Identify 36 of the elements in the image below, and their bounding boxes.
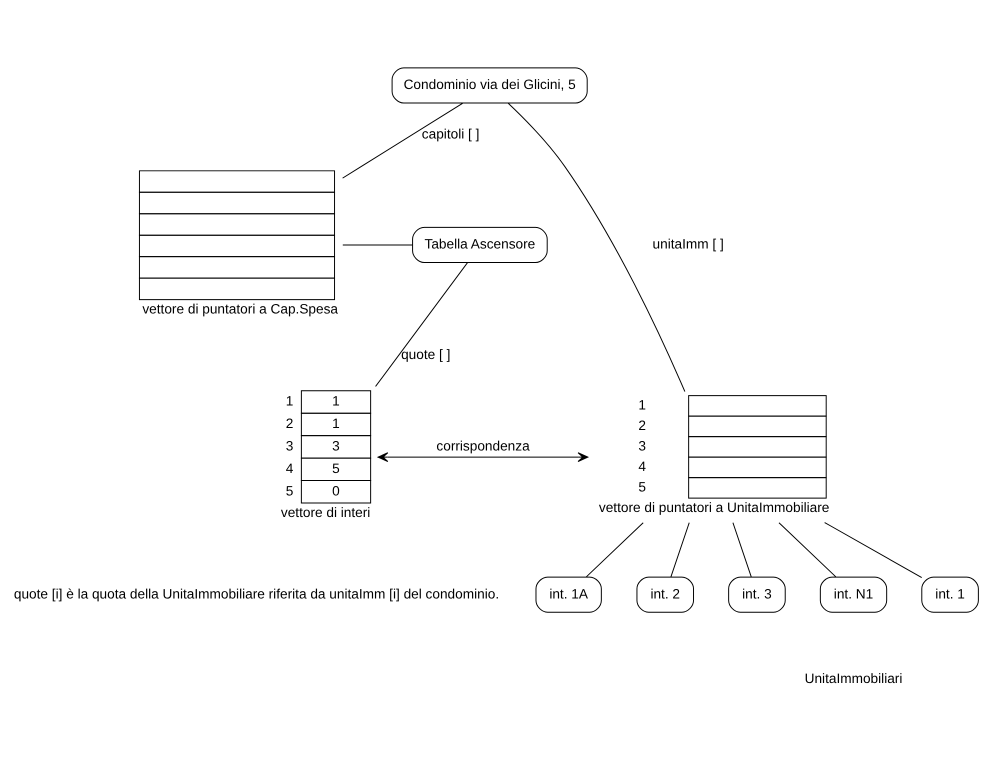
label: UnitaImmobiliari xyxy=(804,671,902,686)
connector xyxy=(732,522,752,578)
node-box: int. N1 xyxy=(820,576,888,613)
node-box: int. 3 xyxy=(728,576,786,613)
node-label: vettore di interi xyxy=(280,504,370,520)
label: quote [i] è la quota della UnitaImmobiliare riferita da unitaImm [i] del condominio. xyxy=(14,586,500,602)
node-box: int. 1 xyxy=(921,576,979,613)
arrow xyxy=(378,452,588,462)
node-box: int. 2 xyxy=(636,576,694,613)
connector xyxy=(342,244,413,246)
node-label: 2 xyxy=(638,418,646,434)
connector xyxy=(824,522,922,578)
connector xyxy=(342,102,464,179)
node-label: 4 xyxy=(638,458,646,474)
node-label: 5 xyxy=(286,483,294,498)
connector xyxy=(778,522,836,578)
node-label: 2 xyxy=(286,416,294,432)
node-box: Tabella Ascensore xyxy=(412,226,548,263)
node-label: 4 xyxy=(286,460,294,476)
node-label: 5 xyxy=(638,479,646,494)
node-box: int. 1A xyxy=(536,576,602,613)
edge-label: unitaImm [ ] xyxy=(652,236,724,252)
node-label: 1 xyxy=(286,394,294,409)
connector xyxy=(586,522,644,578)
connector xyxy=(375,262,468,387)
node-label: vettore di puntatori a UnitaImmobiliare xyxy=(598,500,830,515)
connector xyxy=(508,102,686,392)
connector xyxy=(670,522,690,578)
node-label: 3 xyxy=(638,438,646,454)
node-label: 1 xyxy=(638,398,646,413)
edge-label: capitoli [ ] xyxy=(422,126,480,142)
node-box: Condominio via dei Glicini, 5 xyxy=(392,67,588,104)
edge-label: quote [ ] xyxy=(401,346,450,362)
edge-label: corrispondenza xyxy=(436,438,530,454)
node-label: vettore di puntatori a Cap.Spesa xyxy=(142,301,338,316)
node-label: 3 xyxy=(286,438,294,454)
